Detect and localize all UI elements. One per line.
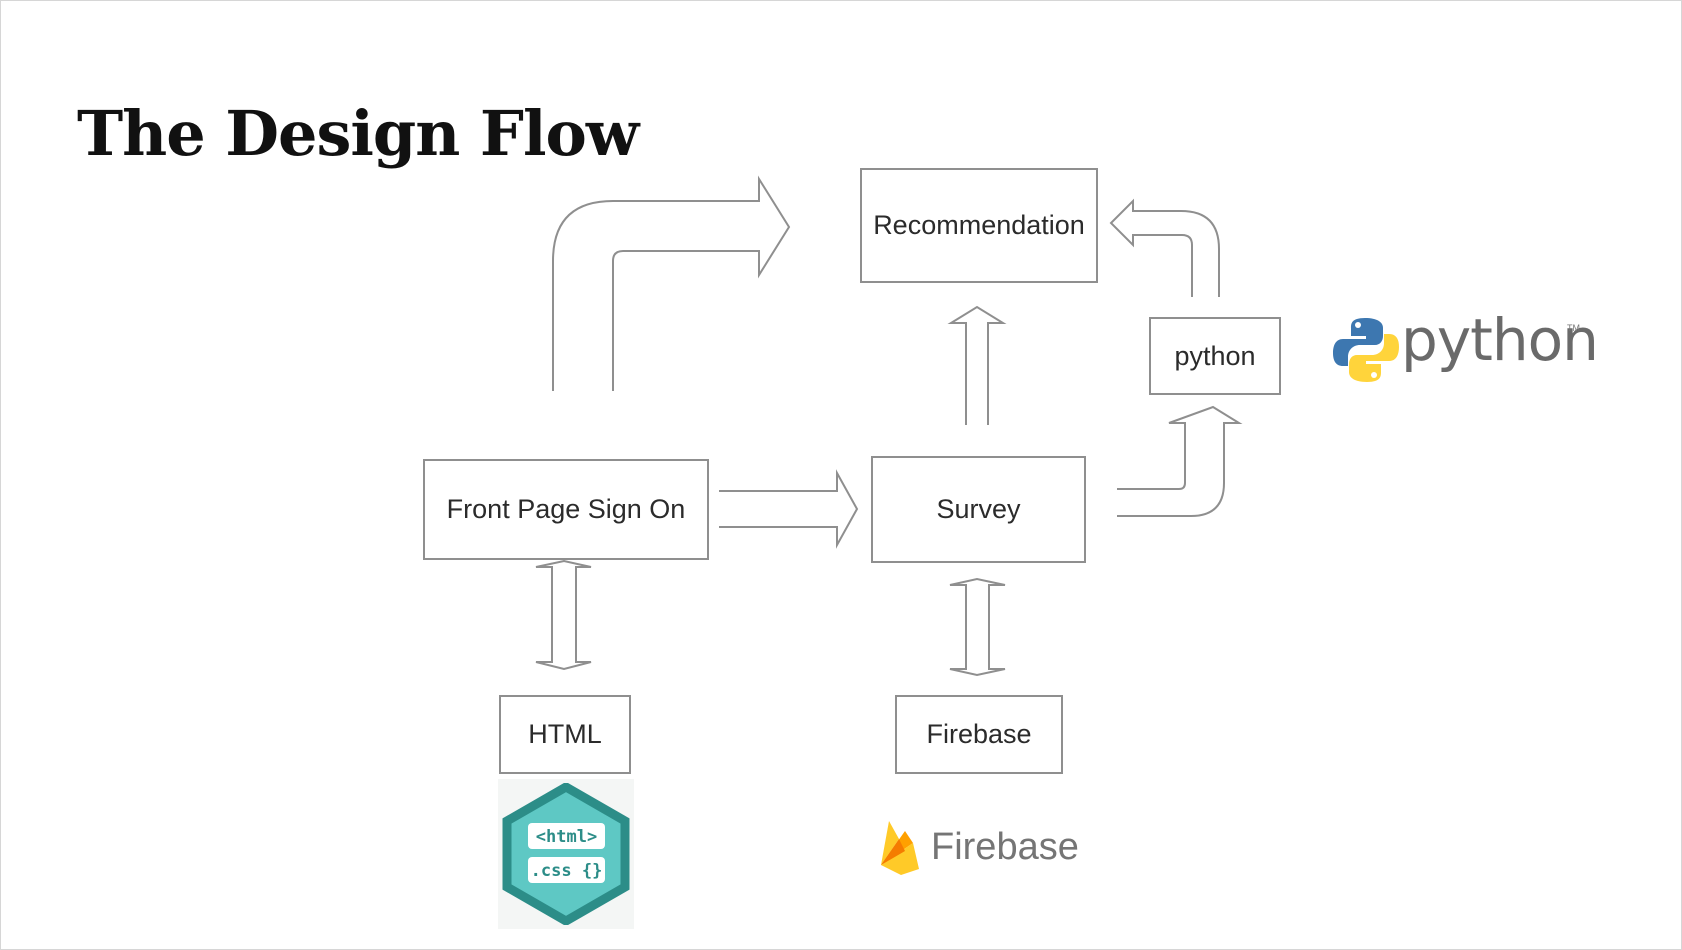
firebase-wordmark: Firebase xyxy=(931,826,1079,868)
node-recommendation-label: Recommendation xyxy=(873,210,1085,240)
arrow-survey-to-python xyxy=(1117,405,1243,517)
html-logo-line2: .css {} xyxy=(531,861,603,881)
arrow-python-to-recommendation xyxy=(1109,198,1220,297)
arrow-survey-to-recommendation xyxy=(947,305,1007,425)
node-html: HTML xyxy=(499,695,631,774)
arrow-survey-firebase xyxy=(949,577,1006,677)
node-survey-label: Survey xyxy=(936,494,1021,524)
node-firebase-label: Firebase xyxy=(926,719,1032,749)
node-front-page-label: Front Page Sign On xyxy=(446,494,686,524)
node-firebase: Firebase xyxy=(895,695,1063,774)
html-css-hexagon-icon: <html> .css {} xyxy=(502,783,630,925)
firebase-flame-icon xyxy=(881,821,919,875)
arrow-frontpage-to-survey xyxy=(719,469,859,549)
python-logo-icon xyxy=(1333,318,1399,382)
arrow-frontpage-to-recommendation xyxy=(552,175,791,391)
node-python: python xyxy=(1149,317,1281,395)
python-wordmark: python xyxy=(1401,306,1599,374)
node-survey: Survey xyxy=(871,456,1086,563)
arrow-frontpage-html xyxy=(535,559,592,671)
slide-title: The Design Flow xyxy=(77,97,639,170)
node-recommendation: Recommendation xyxy=(860,168,1098,283)
html-logo-line1: <html> xyxy=(536,827,597,847)
node-front-page-sign-on: Front Page Sign On xyxy=(423,459,709,560)
node-html-label: HTML xyxy=(528,719,602,749)
python-trademark: TM xyxy=(1567,323,1580,333)
node-python-label: python xyxy=(1174,340,1256,371)
